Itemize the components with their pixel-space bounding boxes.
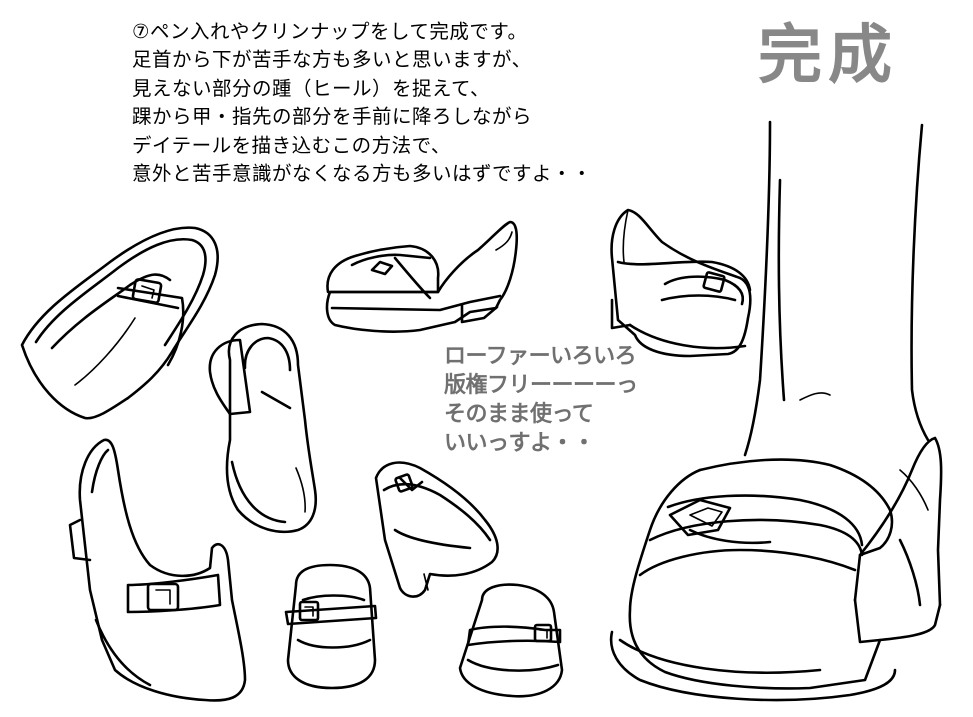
loafer-sketch-front-view-2	[458, 583, 564, 698]
instruction-line: 足首から下が苦手な方も多いと思いますが、	[132, 48, 532, 72]
loafer-sketch-sole-view	[208, 322, 318, 534]
handwritten-note: ローファーいろいろ 版権フリーーーーっ そのまま使って いいっすよ・・	[444, 342, 638, 458]
note-line: そのまま使って	[444, 402, 594, 427]
note-line: いいっすよ・・	[444, 431, 595, 456]
page-title: 完成	[758, 19, 898, 93]
instruction-line: デイテールを描き込むこの方法で、	[132, 133, 451, 157]
loafer-sketch-front-side	[68, 438, 247, 702]
instruction-line: 見えない部分の踵（ヒール）を捉えて、	[132, 76, 491, 100]
loafer-sketch-heel-tilted	[374, 461, 499, 598]
instruction-line: 意外と苦手意識がなくなる方も多いはずですよ・・	[132, 162, 593, 186]
loafer-sketch-side-view	[325, 220, 519, 333]
instruction-line: ⑦ペン入れやクリンナップをして完成です。	[132, 20, 528, 43]
loafer-sketch-tilted-left	[20, 226, 219, 420]
note-line: ローファーいろいろ	[444, 344, 637, 369]
loafer-sketch-three-quarter	[610, 208, 752, 358]
note-line: 版権フリーーーーっ	[444, 373, 638, 398]
instruction-text: ⑦ペン入れやクリンナップをして完成です。 足首から下が苦手な方も多いと思いますが…	[132, 18, 732, 188]
instruction-line: 踝から甲・指先の部分を手前に降ろしながら	[132, 105, 533, 129]
loafer-sketch-front-view	[284, 563, 378, 690]
loafer-finished-main	[609, 120, 943, 702]
